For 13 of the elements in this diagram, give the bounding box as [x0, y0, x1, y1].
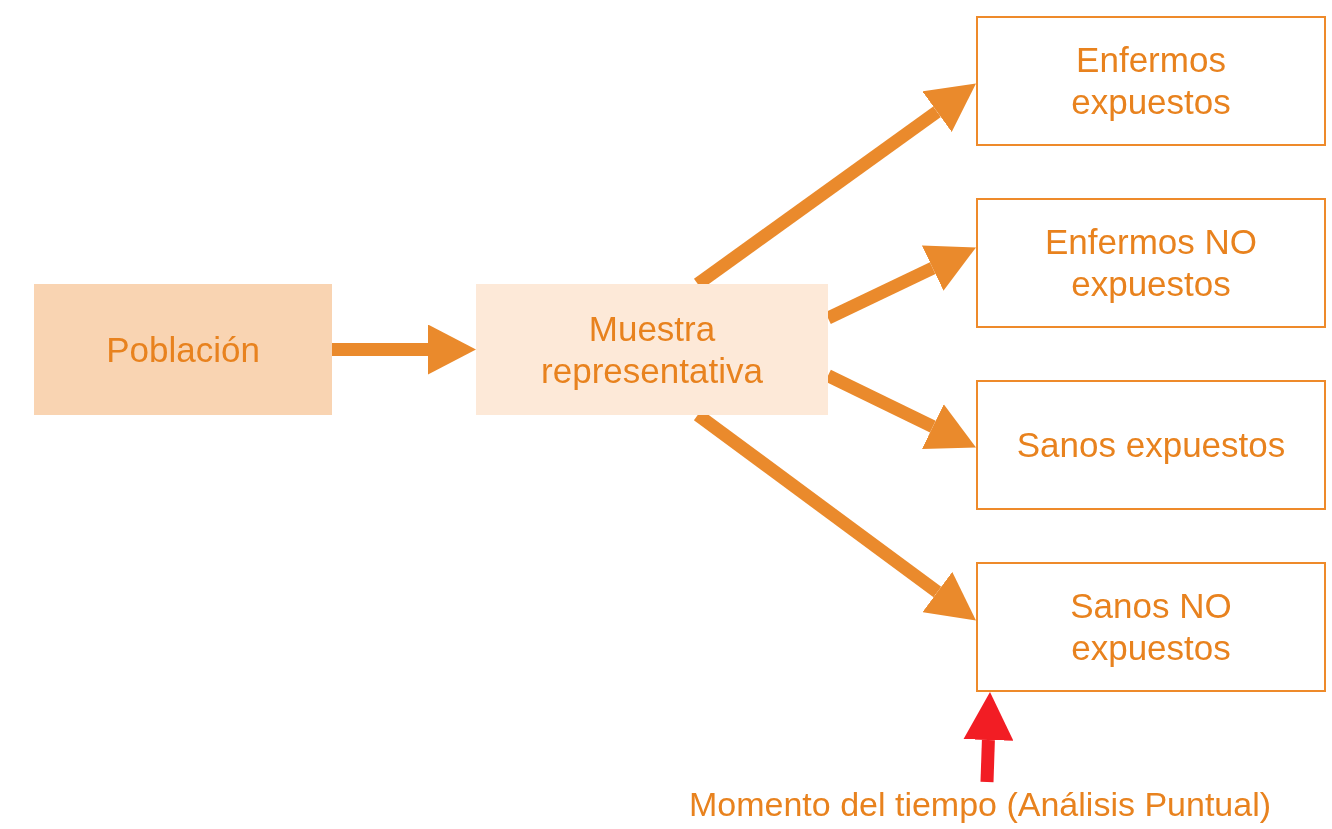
node-label: Enfermos NO expuestos	[1044, 221, 1258, 305]
node-label: Sanos NO expuestos	[1069, 585, 1233, 669]
process-box	[34, 284, 332, 415]
outcome-box	[976, 16, 1326, 146]
node-label: Muestra representativa	[540, 307, 764, 392]
process-box	[476, 284, 828, 415]
node-label: Población	[106, 328, 260, 371]
outcome-box	[976, 380, 1326, 510]
node-label: Sanos expuestos	[1016, 424, 1286, 466]
node-label: Enfermos expuestos	[1070, 39, 1232, 123]
outcome-box	[976, 562, 1326, 692]
outcome-box	[976, 198, 1326, 328]
time-point-label: Momento del tiempo (Análisis Puntual)	[688, 784, 1272, 825]
